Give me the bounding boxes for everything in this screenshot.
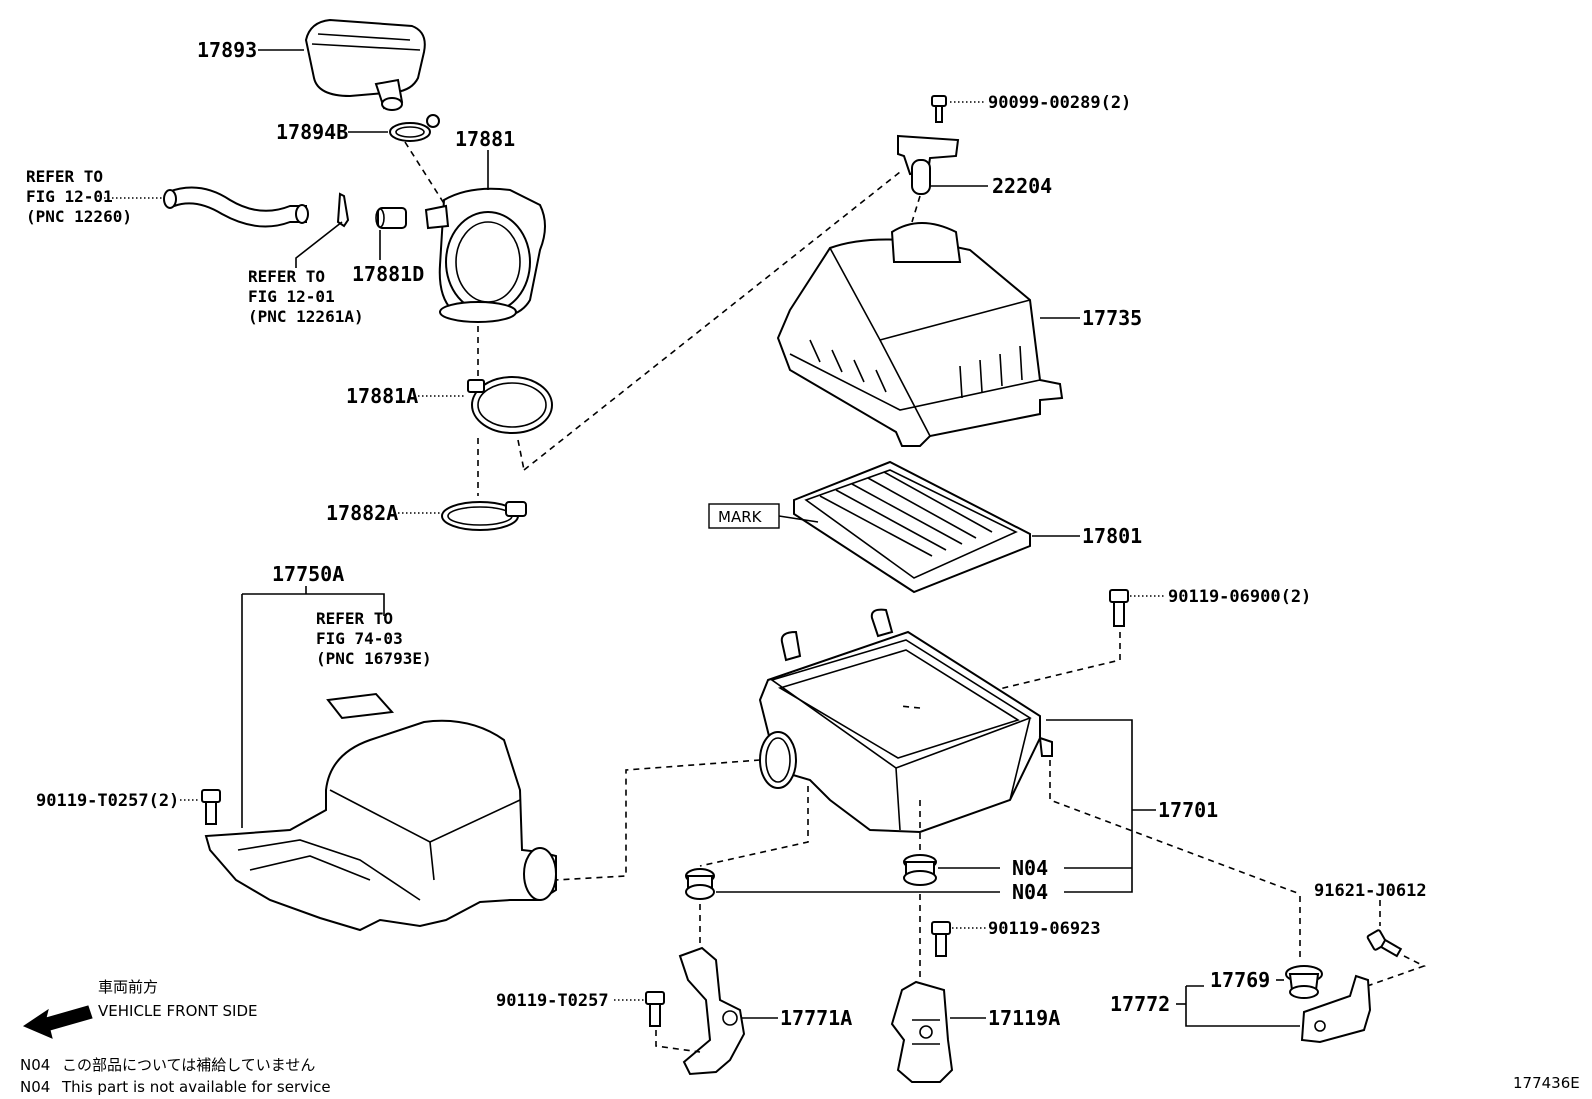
note-en-text: This part is not available for service [61,1078,331,1096]
air-inlet-part-17750A [204,719,557,932]
hose-clip [336,192,350,228]
label-17881: 17881 [455,127,515,151]
grommet-part-17881D [375,207,407,229]
label-17881D: 17881D [352,262,424,286]
air-filter-element-part-17801 [793,460,1031,594]
ref1-line1: REFER TO [26,167,103,186]
ref3-line2: FIG 74-03 [316,629,403,648]
ref3-line1: REFER TO [316,609,393,628]
maf-sensor-part-22204 [897,134,960,195]
label-90119-06900: 90119-06900(2) [1168,587,1311,607]
grommet-n04-a [903,854,937,886]
grommet-part-17769 [1285,965,1323,999]
air-cleaner-cap-part-17735 [776,222,1064,447]
bolt-part-90119-06900 [1109,589,1129,627]
ref1-line3: (PNC 12260) [26,207,132,226]
label-17769: 17769 [1210,968,1270,992]
label-17735: 17735 [1082,306,1142,330]
hose-clamp-part-17882A [441,501,527,531]
front-arrow-icon [22,1005,93,1039]
bolt-part-90119-06923 [931,921,951,957]
label-22204: 22204 [992,174,1052,198]
label-90099-00289: 90099-00289(2) [988,93,1131,113]
front-label-en: VEHICLE FRONT SIDE [98,1002,258,1020]
note-jp-text: この部品については補給していません [62,1056,315,1074]
front-label-jp: 車両前方 [98,978,158,996]
note-jp-code: N04 [20,1056,50,1074]
bracket-part-17771A [678,946,746,1076]
label-17772: 17772 [1110,992,1170,1016]
label-17750A: 17750A [272,562,344,586]
mark-label: MARK [718,508,763,526]
label-n04-a: N04 [1012,856,1048,880]
bracket-part-17119A [890,980,954,1083]
label-90119-06923: 90119-06923 [988,919,1101,939]
label-17893: 17893 [197,38,257,62]
label-90119-T0257: 90119-T0257 [496,991,609,1011]
label-90119-T0257-2: 90119-T0257(2) [36,791,179,811]
hose-clamp-part-17881A [467,376,553,434]
bolt-part-91621-J0612 [1366,929,1403,958]
figure-id: 177436E [1513,1074,1580,1092]
label-17801: 17801 [1082,524,1142,548]
label-n04-b: N04 [1012,880,1048,904]
label-17881A: 17881A [346,384,418,408]
breather-hose [163,186,309,228]
label-17894B: 17894B [276,120,348,144]
ref1-line2: FIG 12-01 [26,187,113,206]
ref2-line3: (PNC 12261A) [248,307,364,326]
resonator-part-17893 [304,18,426,111]
mark-box [708,503,780,529]
screw-part-90099-00289 [931,95,947,123]
air-flow-housing-part-17881 [424,187,546,323]
bracket-part-17772 [1300,974,1372,1044]
note-en-code: N04 [20,1078,50,1096]
bolt-part-90119-T0257-2 [201,789,221,825]
bolt-part-90119-T0257 [645,991,665,1027]
label-17119A: 17119A [988,1006,1060,1030]
clamp-part-17894B [389,114,440,142]
label-sticker [326,692,395,720]
ref2-line2: FIG 12-01 [248,287,335,306]
label-17701: 17701 [1158,798,1218,822]
ref2-line1: REFER TO [248,267,325,286]
grommet-n04-b [685,868,715,900]
label-91621-J0612: 91621-J0612 [1314,881,1427,901]
label-17882A: 17882A [326,501,398,525]
label-17771A: 17771A [780,1006,852,1030]
air-cleaner-case-part-17701 [758,608,1053,834]
ref3-line3: (PNC 16793E) [316,649,432,668]
